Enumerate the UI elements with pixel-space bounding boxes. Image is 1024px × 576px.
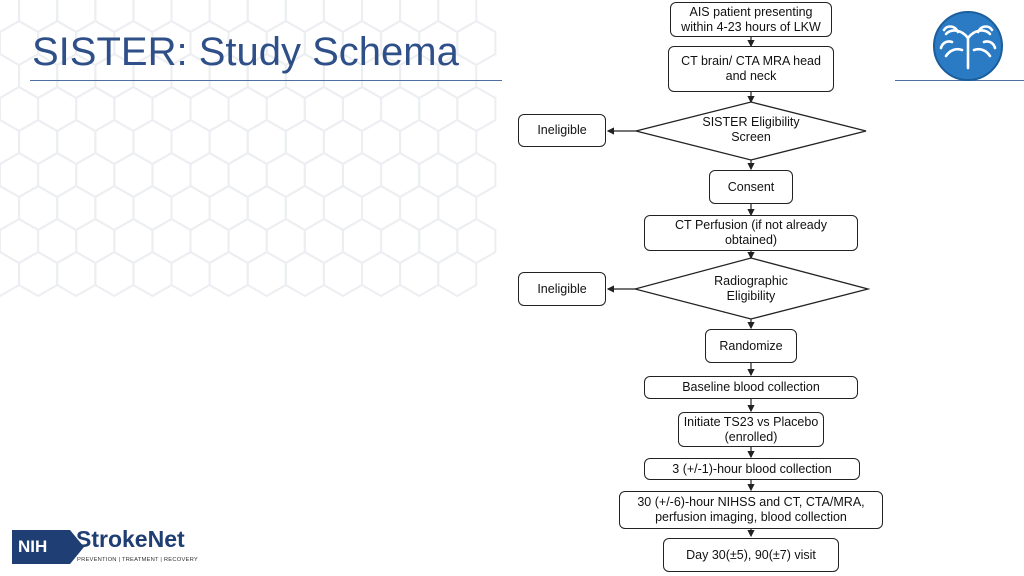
hexagon-shape <box>94 250 135 298</box>
hexagon-shape <box>361 250 402 298</box>
hexagon-shape <box>246 250 287 298</box>
strokenet-wordmark: StrokeNet <box>76 526 185 552</box>
title-divider-right <box>895 80 1024 81</box>
step-3-hour-blood-box: 3 (+/-1)-hour blood collection <box>644 458 860 480</box>
hexagon-shape <box>246 0 287 34</box>
step-randomize-box: Randomize <box>705 329 797 363</box>
hexagon-shape <box>56 0 97 34</box>
flowchart-connectors <box>606 37 871 538</box>
hexagon-shape <box>94 0 135 34</box>
step-30-hour-nihss-box: 30 (+/-6)-hour NIHSS and CT, CTA/MRA, pe… <box>619 491 883 529</box>
nih-mark: NIH <box>12 530 84 564</box>
step-day-30-90-visit-box: Day 30(±5), 90(±7) visit <box>663 538 839 572</box>
step-consent-box: Consent <box>709 170 793 204</box>
hexagon-shape <box>284 250 325 298</box>
step-initiate-ts23-box: Initiate TS23 vs Placebo (enrolled) <box>678 412 824 447</box>
ineligible-box-1: Ineligible <box>518 114 606 147</box>
hexagon-background-pattern <box>0 0 497 298</box>
brain-network-logo-icon <box>933 11 1003 81</box>
study-schema-flowchart: AIS patient presenting within 4-23 hours… <box>502 0 895 576</box>
hexagon-shape <box>322 0 363 34</box>
decision-diamond-eligibility-screen <box>635 101 867 161</box>
title-divider-left <box>30 80 502 81</box>
hexagon-shape <box>18 0 59 34</box>
decision-eligibility-screen-label: SISTER Eligibility Screen <box>702 115 800 144</box>
hexagon-shape <box>56 250 97 298</box>
decision-radiographic-eligibility-label: Radiographic Eligibility <box>714 274 788 303</box>
hexagon-shape <box>208 250 249 298</box>
hexagon-shape <box>132 0 173 34</box>
hexagon-shape <box>170 250 211 298</box>
hexagon-shape <box>0 250 21 298</box>
hexagon-shape <box>170 0 211 34</box>
hexagon-shape <box>208 0 249 34</box>
hexagon-shape <box>437 0 478 34</box>
strokenet-tagline: PREVENTION | TREATMENT | RECOVERY <box>77 557 198 563</box>
step-ais-patient-box: AIS patient presenting within 4-23 hours… <box>670 2 832 37</box>
decision-diamond-radiographic-eligibility <box>632 257 871 320</box>
ineligible-box-2: Ineligible <box>518 272 606 306</box>
hexagon-shape <box>132 250 173 298</box>
page-title: SISTER: Study Schema <box>32 30 459 74</box>
hexagon-shape <box>399 0 440 34</box>
hexagon-shape <box>361 0 402 34</box>
step-baseline-blood-box: Baseline blood collection <box>644 376 858 399</box>
hexagon-shape <box>399 250 440 298</box>
hexagon-shape <box>322 250 363 298</box>
step-ct-perfusion-box: CT Perfusion (if not already obtained) <box>644 215 858 251</box>
nih-strokenet-logo: NIH StrokeNet PREVENTION | TREATMENT | R… <box>12 522 212 572</box>
hexagon-shape <box>437 250 478 298</box>
hexagon-shape <box>18 250 59 298</box>
step-ct-brain-box: CT brain/ CTA MRA head and neck <box>668 46 834 92</box>
hexagon-shape <box>284 0 325 34</box>
